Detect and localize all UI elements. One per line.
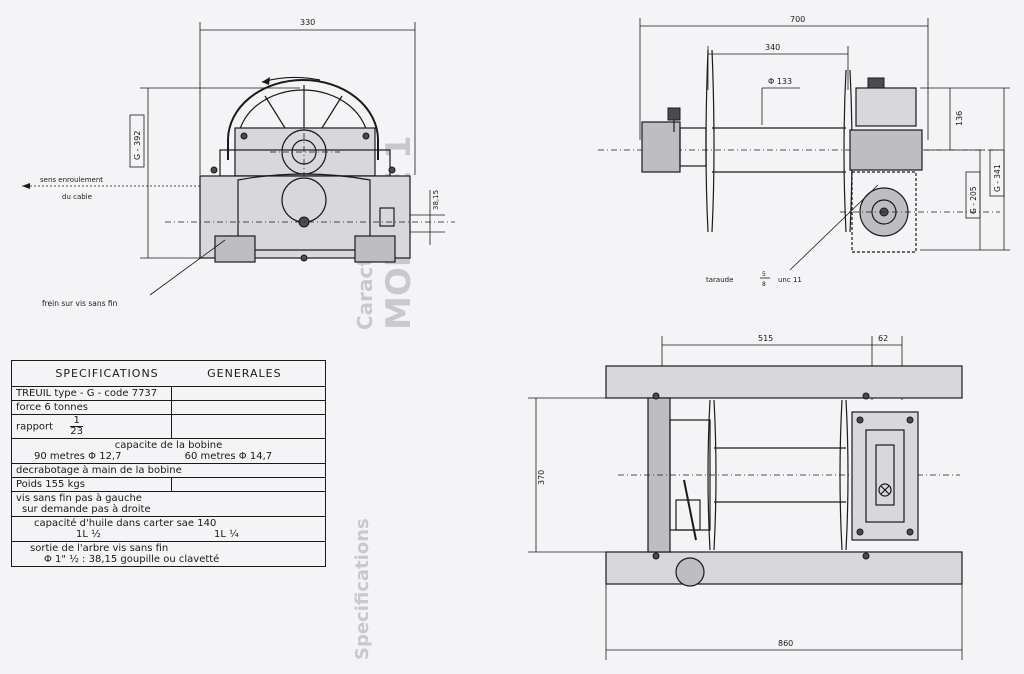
spec-title-a: SPECIFICATIONS xyxy=(55,367,159,380)
dim-340: 340 xyxy=(765,43,780,52)
spec-force: force 6 tonnes xyxy=(11,400,172,415)
dim-860: 860 xyxy=(778,639,793,648)
spec-poids: Poids 155 kgs xyxy=(11,477,172,492)
dim-62: 62 xyxy=(878,334,888,343)
spec-row-rapport: rapport 1 23 xyxy=(11,414,326,439)
spec-treuil: TREUIL type - G - code 7737 xyxy=(11,386,172,401)
label-du-cable: du cable xyxy=(62,193,92,201)
spec-row-vis: vis sans fin pas à gauche sur demande pa… xyxy=(11,491,326,517)
dim-3815: 38,15 xyxy=(432,190,440,210)
spec-decrabotage: decrabotage à main de la bobine xyxy=(11,463,326,478)
dim-700: 700 xyxy=(790,15,805,24)
spec-huile-left: 1L ½ xyxy=(76,529,101,540)
label-taraude: taraude xyxy=(706,276,733,284)
spec-capacite-head: capacite de la bobine xyxy=(114,440,223,451)
spec-row-treuil: TREUIL type - G - code 7737 xyxy=(11,386,326,401)
spec-table: SPECIFICATIONS GENERALES TREUIL type - G… xyxy=(11,360,326,567)
front-view: 330 G - 392 38,15 sens enroulement du ca… xyxy=(22,18,455,308)
spec-row-huile: capacité d'huile dans carter sae 140 1L … xyxy=(11,516,326,542)
spec-vis-a: vis sans fin pas à gauche xyxy=(16,493,142,504)
spec-row-poids: Poids 155 kgs xyxy=(11,477,326,492)
spec-huile-head: capacité d'huile dans carter sae 140 xyxy=(34,518,217,529)
label-taraude-num: 5 xyxy=(762,271,766,278)
spec-rapport-fraction: 1 23 xyxy=(70,416,84,437)
label-frein: frein sur vis sans fin xyxy=(42,299,118,308)
spec-rapport-num: 1 xyxy=(70,416,84,427)
side-view: 700 340 Φ 133 taraude xyxy=(598,15,1010,288)
label-taraude-unc: unc 11 xyxy=(778,276,802,284)
spec-sortie-a: sortie de l'arbre vis sans fin xyxy=(30,543,169,554)
spec-row-capacite-bobine: capacite de la bobine 90 metres Φ 12,7 6… xyxy=(11,438,326,464)
spec-sortie-b: Φ 1" ½ : 38,15 goupille ou clavetté xyxy=(44,554,220,565)
spec-huile-right: 1L ¼ xyxy=(214,529,239,540)
dim-136: 136 xyxy=(955,111,964,126)
ghost-text-specifications: Specifications xyxy=(352,518,373,660)
dim-g392: G - 392 xyxy=(133,131,142,160)
spec-rapport-den: 23 xyxy=(70,426,84,437)
spec-title-b: GENERALES xyxy=(207,367,282,380)
label-taraude-den: 8 xyxy=(762,281,766,288)
dim-g205: G - 205 xyxy=(969,186,978,214)
spec-row-title: SPECIFICATIONS GENERALES xyxy=(11,360,326,387)
spec-row-sortie: sortie de l'arbre vis sans fin Φ 1" ½ : … xyxy=(11,541,326,567)
label-sens-enroulement: sens enroulement xyxy=(40,176,103,184)
dim-515: 515 xyxy=(758,334,773,343)
spec-row-decrabotage: decrabotage à main de la bobine xyxy=(11,463,326,478)
spec-row-force: force 6 tonnes xyxy=(11,400,326,415)
dim-phi133: Φ 133 xyxy=(768,77,792,86)
spec-capacite-right: 60 metres Φ 14,7 xyxy=(184,451,273,462)
spec-rapport-label: rapport xyxy=(16,421,54,433)
dim-370: 370 xyxy=(537,470,546,485)
spec-vis-b: sur demande pas à droite xyxy=(22,504,151,515)
dim-330: 330 xyxy=(300,18,315,27)
top-view: 515 62 370 860 xyxy=(528,334,963,660)
dim-g341: G - 341 xyxy=(993,164,1002,192)
spec-capacite-left: 90 metres Φ 12,7 xyxy=(34,451,122,462)
